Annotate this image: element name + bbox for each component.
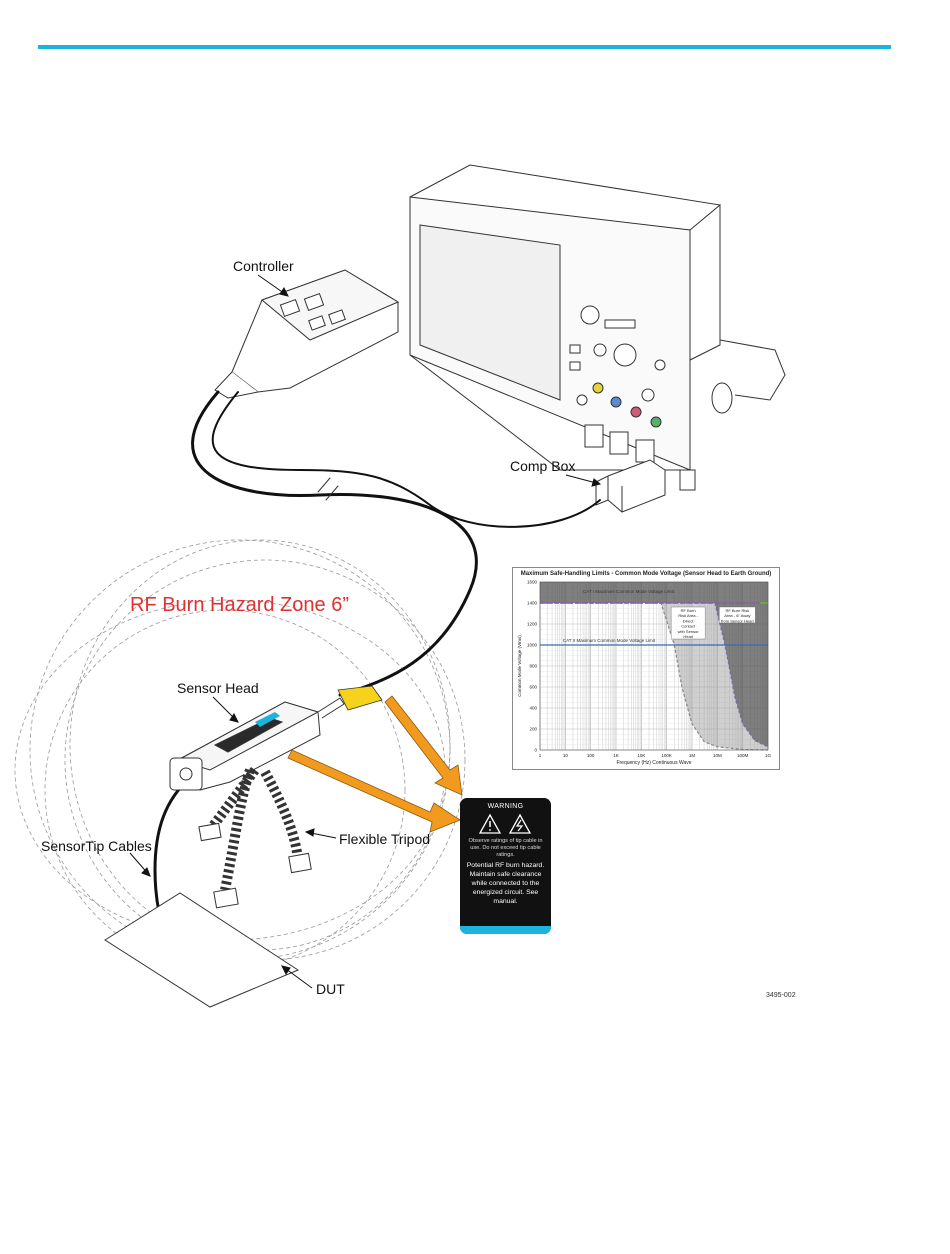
y-tick-label: 1000	[527, 643, 538, 648]
x-tick-label: 1M	[689, 753, 696, 758]
callout-dut: DUT	[316, 981, 345, 997]
cat-i-label: CAT I Maximum Common Mode Voltage Limit	[583, 589, 675, 594]
plot-frame	[539, 581, 769, 751]
warning-stripe	[460, 926, 551, 934]
warning-label-card: WARNING Observe ratings of tip cable in …	[460, 798, 551, 934]
y-tick-label: 1600	[527, 580, 538, 585]
oscilloscope	[409, 164, 786, 491]
x-tick-label: 100	[587, 753, 595, 758]
x-tick-label: 100M	[737, 753, 749, 758]
top-accent-rule	[38, 45, 891, 49]
series-label-box-1	[670, 606, 706, 640]
y-tick-label: 0	[534, 748, 537, 753]
y-tick-label: 200	[529, 727, 537, 732]
callout-sensortip-cables: SensorTip Cables	[41, 838, 152, 854]
cable-warning-tag	[337, 685, 383, 711]
controller-device	[214, 269, 400, 399]
y-tick-label: 800	[529, 664, 537, 669]
series-label-box-2	[719, 606, 756, 624]
flexible-tripod	[198, 766, 312, 909]
warning-text-small: Observe ratings of tip cable in use. Do …	[468, 838, 543, 858]
x-tick-label: 1	[539, 753, 542, 758]
x-axis-label: Frequency (Hz) Continuous Wave	[616, 760, 691, 766]
figure-number: 3495-002	[766, 992, 796, 999]
cat-ii-label: CAT II Maximum Common Mode Voltage Limit	[563, 638, 656, 643]
chart-plot: CAT I Maximum Common Mode Voltage LimitC…	[517, 580, 772, 767]
y-tick-label: 600	[529, 685, 537, 690]
x-tick-label: 1K	[613, 753, 619, 758]
x-tick-label: 10M	[713, 753, 722, 758]
y-tick-label: 1400	[527, 601, 538, 606]
caution-triangle-icon	[478, 813, 502, 834]
x-tick-label: 100K	[661, 753, 672, 758]
callout-flexible-tripod: Flexible Tripod	[339, 831, 431, 847]
callout-sensor-head: Sensor Head	[177, 680, 259, 696]
risk-area-1	[540, 582, 768, 750]
y-tick-label: 1200	[527, 622, 538, 627]
x-tick-label: 1G	[765, 753, 772, 758]
safe-handling-chart: Maximum Safe-Handling Limits - Common Mo…	[512, 567, 780, 770]
hazard-zone-label: RF Burn Hazard Zone 6”	[130, 594, 349, 616]
callout-comp-box: Comp Box	[510, 458, 576, 474]
dut-board	[104, 892, 300, 1008]
chart-title: Maximum Safe-Handling Limits - Common Mo…	[520, 571, 772, 577]
warning-text-main: Potential RF burn hazard. Maintain safe …	[466, 862, 545, 905]
sensor-head	[169, 697, 345, 791]
callout-controller: Controller	[233, 258, 294, 274]
warning-arrows	[287, 695, 463, 833]
x-tick-label: 10	[563, 753, 569, 758]
warning-title: WARNING	[487, 803, 524, 810]
y-axis-label: Common Mode Voltage (Vrms)	[517, 635, 522, 697]
shock-hazard-icon	[508, 813, 532, 834]
y-tick-label: 400	[529, 706, 537, 711]
risk-area-2	[540, 582, 768, 747]
x-tick-label: 10K	[637, 753, 645, 758]
warning-icons	[478, 813, 532, 834]
leader-lines	[129, 274, 602, 989]
